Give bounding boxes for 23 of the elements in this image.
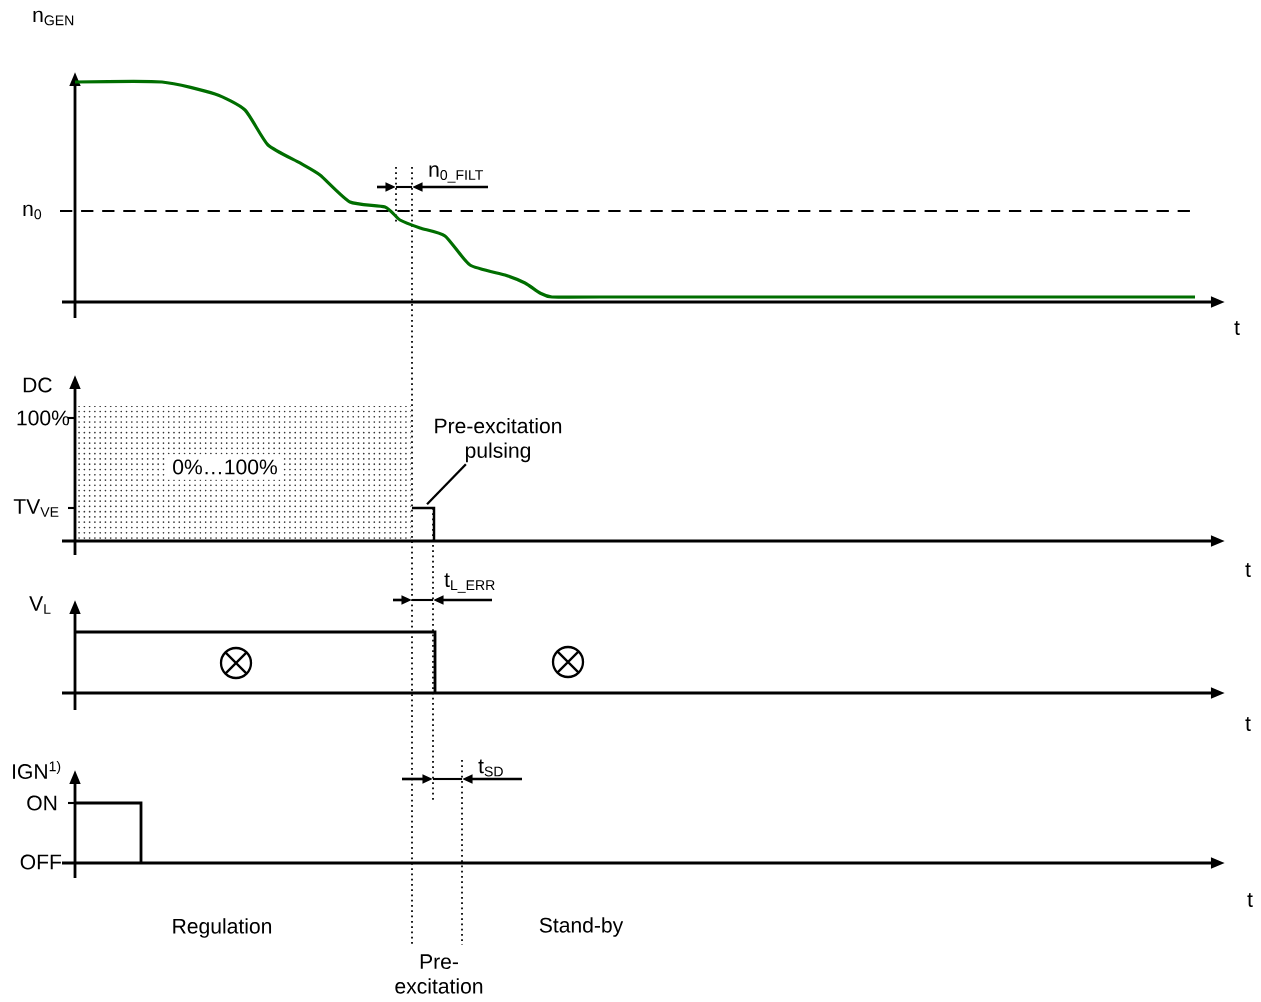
axis-label: t <box>1234 321 1240 335</box>
axis-label: t <box>1245 563 1251 577</box>
dimension-label: t$_{L_ERR}$ <box>444 573 495 593</box>
axis-label: n$_{GEN}$ <box>33 10 74 26</box>
leader-line <box>426 463 467 505</box>
phase-label: Regulation <box>173 918 272 938</box>
axis-label: t <box>1247 893 1253 907</box>
tick-label: OFF <box>20 854 62 870</box>
axis-label: t <box>1245 717 1251 731</box>
axis-label: DC <box>23 377 52 393</box>
pulse-trace <box>412 506 436 541</box>
callout-text: Pre-excitation pulsing <box>435 417 562 463</box>
tick-label: n$_{0}$ <box>23 204 42 220</box>
dimension-label: n$_{0_FILT}$ <box>429 165 483 183</box>
tick-label: TV$_{VE}$ <box>13 499 59 517</box>
tick-label: 100% <box>17 410 70 426</box>
axis-label: V$_{L}$ <box>29 596 51 614</box>
tick-label: ON <box>27 795 57 811</box>
axis-label: IGN$^{1)}$ <box>13 760 61 779</box>
dimension-label: t$_{SD}$ <box>478 759 503 777</box>
range-label: 0%…100% <box>167 454 284 480</box>
phase-label: Stand-by <box>539 917 624 937</box>
phase-label: Pre-excitation <box>395 954 483 994</box>
